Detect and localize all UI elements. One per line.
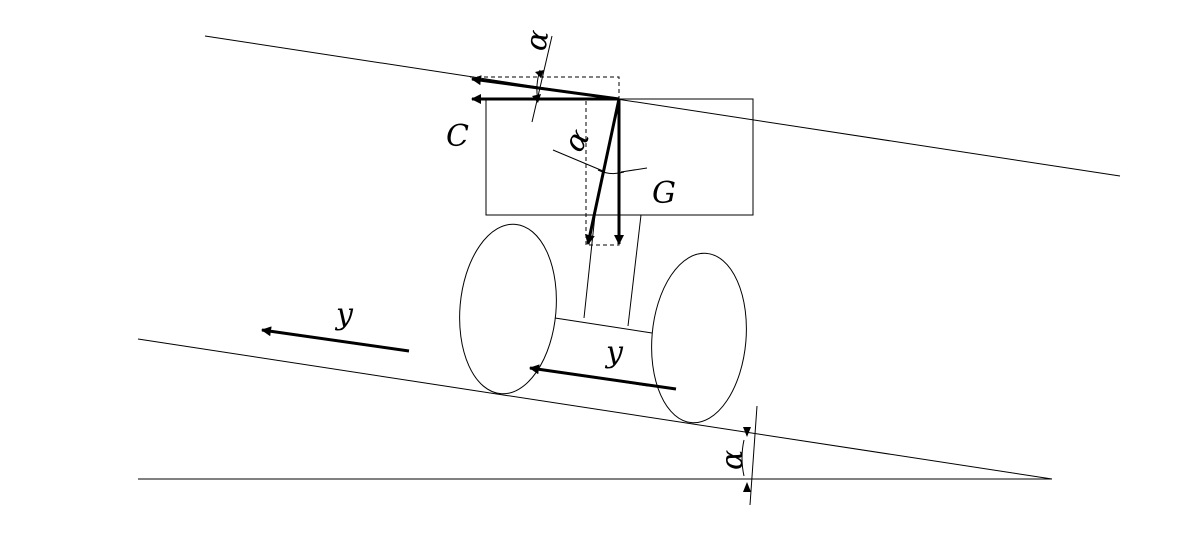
upper-slope-line — [204, 35, 1121, 177]
angle-top-tick-upper — [535, 70, 544, 78]
label-gravity: G — [652, 176, 676, 211]
label-centripetal-force: C — [446, 119, 469, 154]
angle-top-guide — [531, 35, 553, 123]
angle-top-tick-lower — [532, 94, 541, 103]
angle-middle-guide-right — [620, 167, 648, 173]
label-velocity-vehicle: y — [604, 335, 624, 370]
angle-middle-guide-left — [552, 149, 604, 172]
angle-middle-arc — [597, 169, 625, 175]
angle-slope-arc — [741, 439, 745, 477]
label-angle-slope: α — [715, 450, 750, 470]
force-arrow-tilted-down — [584, 98, 621, 245]
mast-right-edge — [627, 214, 642, 327]
force-arrow-tilted-left — [471, 75, 620, 101]
force-parallelogram-dashed — [470, 76, 620, 246]
angle-slope-tick-upper — [743, 427, 751, 437]
angle-slope-guide — [749, 405, 758, 506]
velocity-arrow-vehicle — [529, 364, 677, 391]
angle-slope-tick-lower — [743, 482, 751, 492]
mast-left-edge — [583, 214, 596, 319]
left-wheel — [459, 223, 557, 395]
axle-top-edge — [554, 317, 653, 334]
slope-surface-line — [137, 338, 1053, 480]
velocity-arrow-ground — [261, 326, 410, 353]
label-velocity-ground: y — [334, 297, 354, 332]
right-wheel — [651, 252, 747, 424]
label-angle-top: α — [518, 27, 556, 53]
label-angle-middle: α — [557, 123, 597, 158]
